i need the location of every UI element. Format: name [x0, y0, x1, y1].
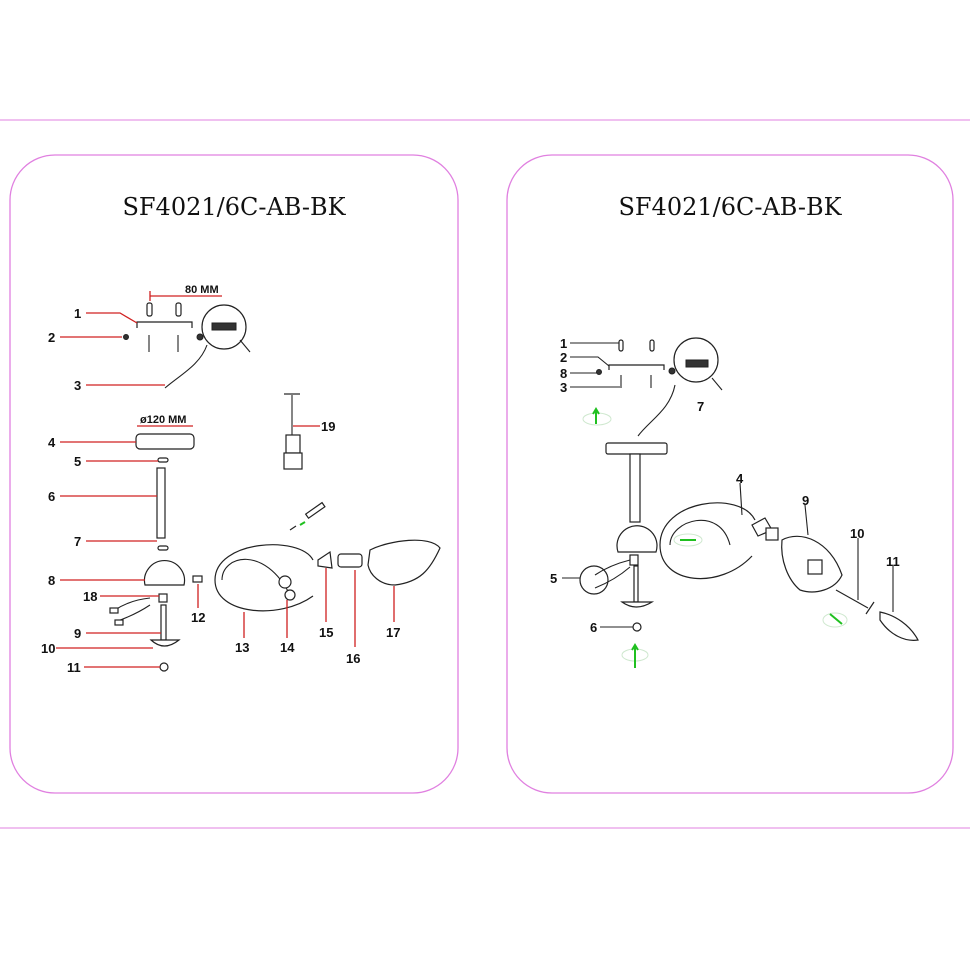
- right-panel-frame: [506, 154, 954, 794]
- left-leader-lines: [56, 312, 395, 668]
- callout-number: 7: [697, 399, 704, 414]
- callout-number: 19: [321, 419, 335, 434]
- callout-number: 8: [48, 573, 55, 588]
- callout-number: 3: [560, 380, 567, 395]
- callout-number: 13: [235, 640, 249, 655]
- lamp-socket: [337, 553, 363, 568]
- dimension-bracket: 80 MM: [185, 284, 219, 296]
- callout-number: 6: [48, 489, 55, 504]
- canopy: [135, 433, 195, 450]
- canopy: [605, 442, 668, 455]
- callout-number: 10: [41, 641, 55, 656]
- callout-number: 3: [74, 378, 81, 393]
- callout-number: 15: [319, 625, 333, 640]
- ball-hub: [616, 525, 658, 553]
- ball-hub: [143, 559, 186, 586]
- callout-number: 2: [48, 330, 55, 345]
- callout-number: 1: [74, 306, 81, 321]
- callout-number: 1: [560, 336, 567, 351]
- mounting-bracket: [136, 321, 193, 328]
- callout-number: 17: [386, 625, 400, 640]
- callout-number: 18: [83, 589, 97, 604]
- right-panel-assembly-view: SF4021/6C-AB-BK: [506, 154, 954, 794]
- callout-number: 9: [802, 493, 809, 508]
- callout-number: 14: [280, 640, 295, 655]
- callout-number: 9: [74, 626, 81, 641]
- callout-number: 6: [590, 620, 597, 635]
- left-panel-exploded-view: SF4021/6C-AB-BK 80 MM ø120 MM: [9, 154, 459, 794]
- callout-number: 8: [560, 366, 567, 381]
- callout-number: 12: [191, 610, 205, 625]
- left-panel-title: SF4021/6C-AB-BK: [122, 193, 346, 221]
- right-callout-numbers: 1 2 8 3 7 4 9 10 11 5 6: [550, 336, 900, 635]
- glass-shade: [367, 539, 441, 586]
- dimension-canopy: ø120 MM: [140, 414, 186, 426]
- callout-number: 2: [560, 350, 567, 365]
- callout-number: 11: [67, 660, 81, 675]
- callout-number: 11: [886, 554, 900, 569]
- right-leader-lines: [562, 342, 894, 628]
- stem-rod: [156, 467, 166, 539]
- callout-number: 10: [850, 526, 864, 541]
- right-panel-title: SF4021/6C-AB-BK: [618, 193, 842, 221]
- left-callout-numbers: 1 2 3 4 5 6 7 8 18 9 10 11 12 13 14 15 1…: [41, 306, 400, 675]
- callout-number: 7: [74, 534, 81, 549]
- left-panel-frame: [9, 154, 459, 794]
- shade-ring: [317, 550, 333, 569]
- callout-number: 5: [550, 571, 557, 586]
- callout-number: 16: [346, 651, 360, 666]
- callout-number: 5: [74, 454, 81, 469]
- callout-number: 4: [736, 471, 744, 486]
- callout-number: 4: [48, 435, 56, 450]
- candle-bulb: [879, 611, 919, 641]
